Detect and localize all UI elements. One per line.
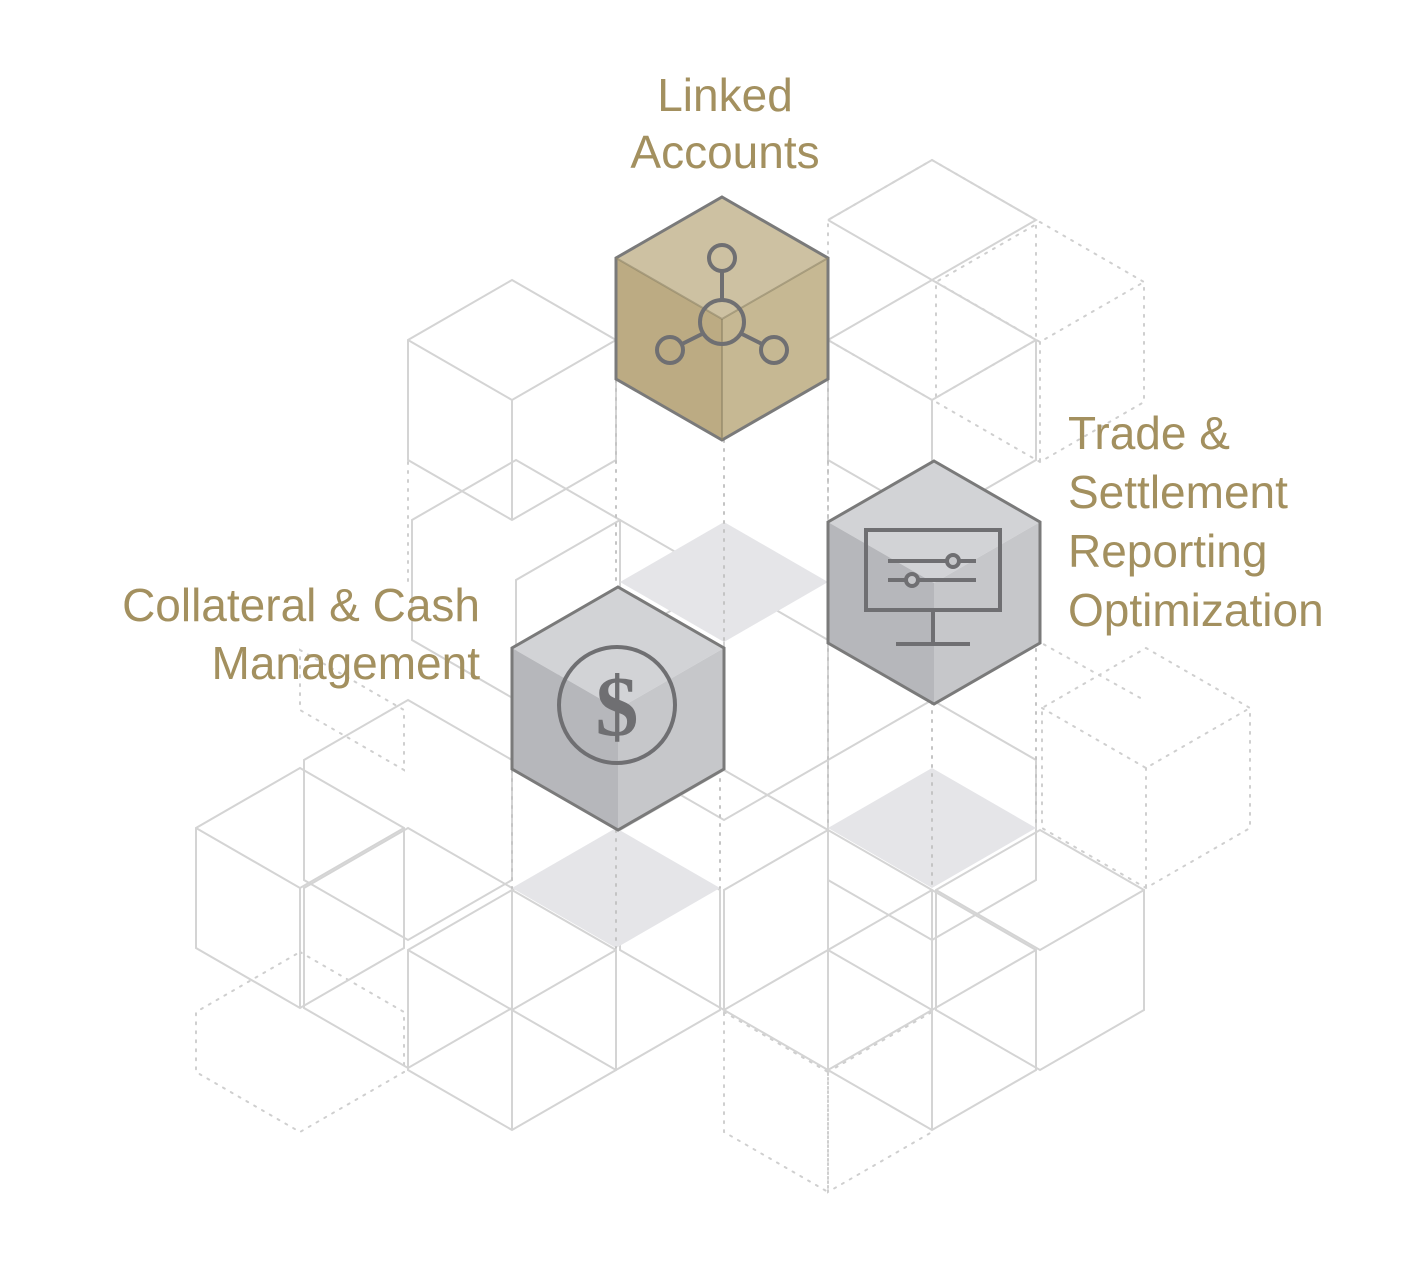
collateral-cash-line-2: Management [212,637,481,689]
drop-lines [511,379,1037,949]
linked-accounts-label: Linked Accounts [630,69,819,178]
cube-left-face [828,522,934,704]
svg-text:$: $ [596,658,639,754]
trade-settlement-line-4: Optimization [1068,584,1324,636]
linked-accounts-line-1: Linked [657,69,793,121]
trade-settlement-line-2: Settlement [1068,466,1288,518]
shadow-tiles [512,522,1036,948]
cube-left-face [512,648,618,830]
linked-accounts-cube [614,195,830,442]
trade-settlement-label: Trade & Settlement Reporting Optimizatio… [1068,407,1324,636]
presentation-sliders-icon [864,528,1002,646]
trade-settlement-line-3: Reporting [1068,525,1267,577]
cube-right-face [722,258,828,440]
dollar-icon: $ [557,645,677,765]
trade-settlement-line-1: Trade & [1068,407,1230,459]
cube-right-face [618,648,724,830]
trade-settlement-cube [826,459,1042,706]
collateral-cash-label: Collateral & Cash Management [122,579,480,689]
network-hub-icon [655,243,789,365]
collateral-cash-line-1: Collateral & Cash [122,579,480,631]
cube-right-face [934,522,1040,704]
collateral-cash-cube: $ [510,585,726,832]
linked-accounts-line-2: Accounts [630,126,819,178]
cube-left-face [616,258,722,440]
